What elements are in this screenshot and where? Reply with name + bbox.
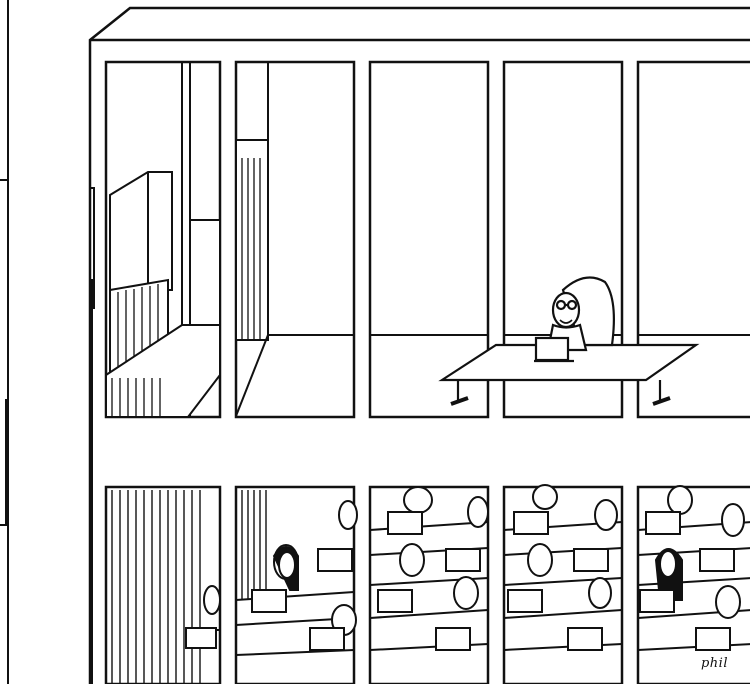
artist-signature: phil [700, 656, 728, 671]
lower-window-city-view [111, 490, 267, 684]
boss-figure [534, 276, 615, 363]
cramped-workers [185, 484, 750, 656]
building [7, 0, 750, 684]
window-city-view [105, 62, 354, 418]
boss-desk [438, 343, 700, 406]
